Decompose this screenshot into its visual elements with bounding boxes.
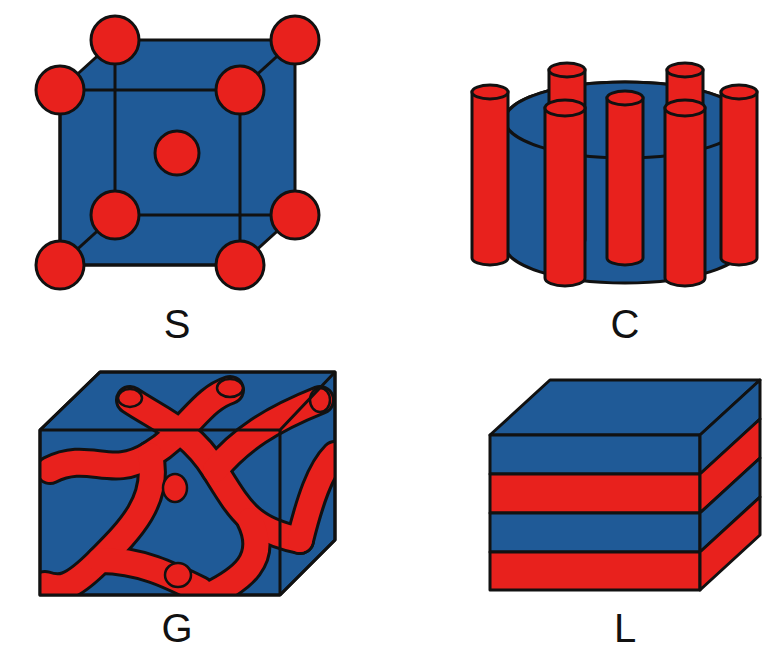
gyroid-morphology bbox=[40, 372, 335, 595]
cylinder-morphology bbox=[472, 63, 757, 286]
morphology-letter: S bbox=[164, 304, 191, 344]
lamellar-morphology bbox=[490, 380, 760, 590]
sphere-morphology bbox=[36, 16, 319, 289]
morphology-letter: L bbox=[614, 608, 636, 648]
morphology-letter: G bbox=[161, 608, 192, 648]
morphology-letter: C bbox=[611, 304, 640, 344]
